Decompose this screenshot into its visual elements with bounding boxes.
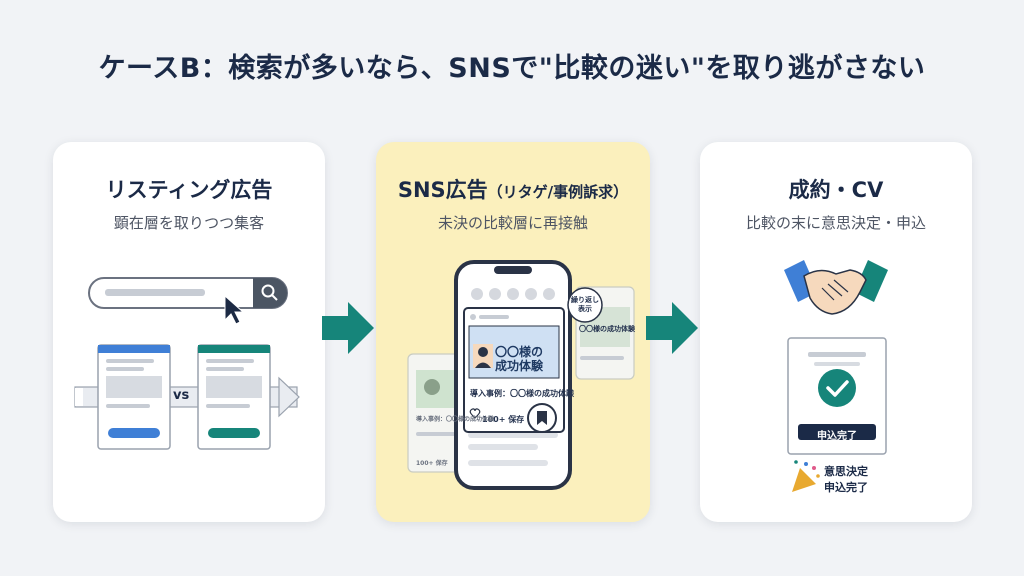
- conversion-subtitle: 比較の末に意思決定・申込: [745, 214, 926, 232]
- repeat-badge-line-1: 繰り返し: [571, 296, 599, 304]
- back-post-likes: 100+ 保存: [416, 460, 448, 467]
- search-bar: [88, 277, 288, 309]
- back-post-caption: 導入事例：〇〇様の成功体験: [416, 416, 495, 423]
- bookmark-icon: [527, 403, 557, 433]
- ad-page-blue: [97, 344, 171, 450]
- flow-arrow-1-icon: [322, 302, 374, 354]
- back-post-headline: 〇〇様の成功体験: [579, 325, 635, 333]
- search-icon: [261, 284, 278, 301]
- listing-ads-card: リスティング広告 顕在層を取りつつ集客: [53, 142, 325, 522]
- post-headline-line-1: 〇〇様の: [495, 345, 544, 359]
- sns-ads-title: SNS広告（リタゲ/事例訴求）: [376, 174, 650, 204]
- sns-ads-title-main: SNS広告: [397, 178, 488, 202]
- listing-ads-subtitle: 顕在層を取りつつ集客: [113, 214, 265, 232]
- post-caption: 導入事例：〇〇様の成功体験: [470, 389, 574, 398]
- sns-ads-card: SNS広告（リタゲ/事例訴求） 未決の比較層に再接触: [376, 142, 650, 522]
- check-icon: [818, 369, 856, 407]
- party-popper-icon: [792, 460, 820, 492]
- page-title: ケースB：検索が多いなら、SNSで"比較の迷い"を取り逃がさない: [98, 53, 926, 84]
- post-likes: 100+ 保存: [482, 415, 525, 424]
- ad-page-green: [197, 344, 271, 450]
- conversion-title: 成約・CV: [788, 178, 884, 202]
- featured-post-card: [463, 307, 565, 433]
- repeat-badge-line-2: 表示: [578, 305, 592, 313]
- apply-complete-label: 申込完了: [817, 431, 857, 442]
- conversion-illustration: [784, 260, 888, 492]
- handshake-icon: [784, 260, 888, 315]
- note-line-1: 意思決定: [824, 465, 868, 478]
- heart-icon: [469, 408, 481, 419]
- sns-ads-subtitle: 未決の比較層に再接触: [437, 214, 588, 232]
- sns-ads-title-suffix: （リタゲ/事例訴求）: [487, 183, 629, 201]
- sns-phone-illustration: [407, 260, 635, 490]
- note-line-2: 申込完了: [824, 481, 868, 494]
- conversion-card: 成約・CV 比較の末に意思決定・申込 申込完了 意思決定 申込完了: [700, 142, 972, 522]
- flow-arrow-2-icon: [646, 302, 698, 354]
- search-comparison-illustration: [74, 277, 300, 450]
- vs-label: vs: [173, 388, 190, 403]
- repeat-badge-icon: [567, 287, 603, 323]
- listing-ads-title: リスティング広告: [105, 178, 273, 202]
- post-headline-line-2: 成功体験: [495, 359, 544, 373]
- cursor-icon: [224, 294, 245, 325]
